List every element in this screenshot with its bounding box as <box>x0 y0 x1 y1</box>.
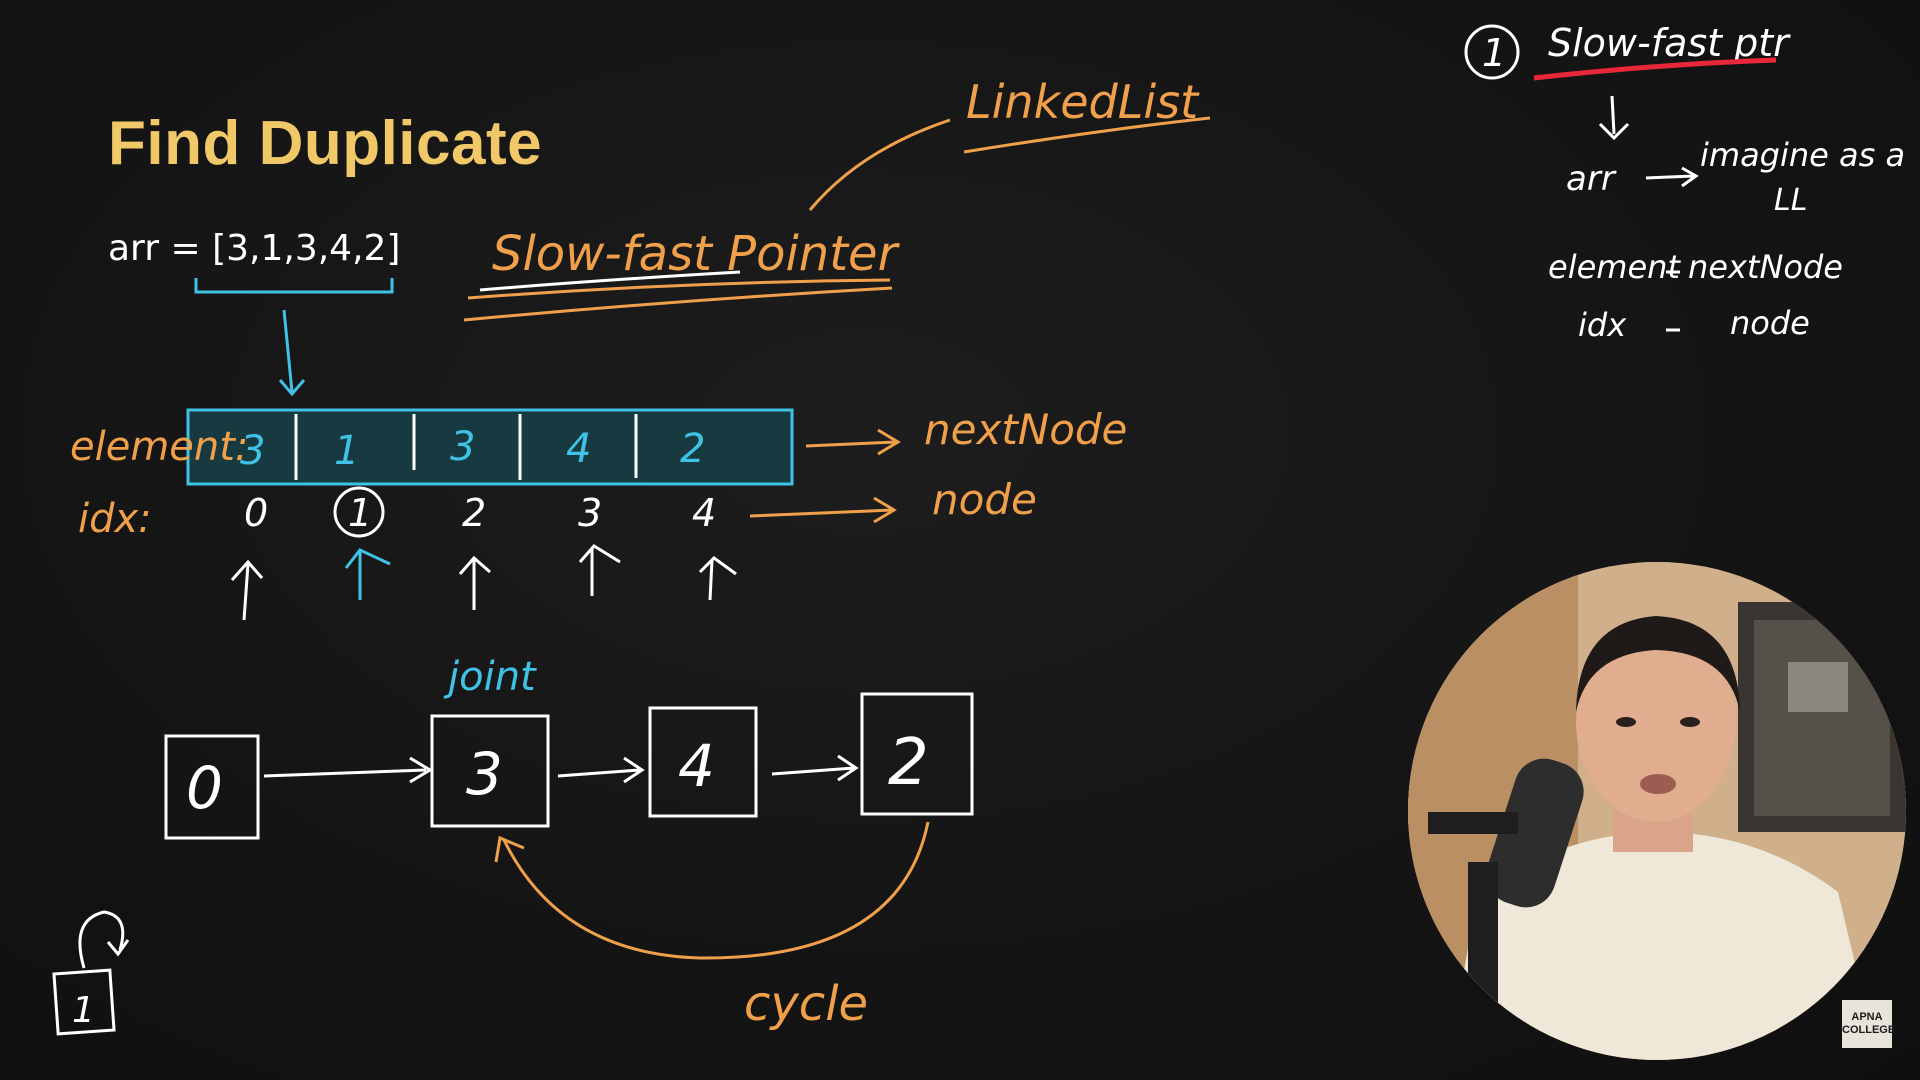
graph-node-4 <box>648 706 758 818</box>
idx-label: idx: <box>78 496 152 542</box>
note-number: 1 <box>1482 31 1506 75</box>
graph-node-0 <box>164 734 260 840</box>
note-imagine: imagine as a <box>1700 136 1905 174</box>
idx-0: 0 <box>244 491 268 535</box>
graph-node-4-label: 4 <box>678 732 715 800</box>
heading-underline-1 <box>467 278 891 300</box>
joint-label: joint <box>443 654 537 700</box>
brace-down-arrow <box>278 309 306 397</box>
edge-4-2 <box>771 754 859 782</box>
note-line-1: Slow-fast ptr <box>1548 21 1791 65</box>
page-title: Find Duplicate <box>108 109 543 178</box>
graph-node-0-label: 0 <box>186 754 223 822</box>
idx-1: 1 <box>348 491 372 535</box>
array-cell-0: 3 <box>240 428 265 474</box>
array-cell-3: 4 <box>566 426 591 472</box>
brand-logo: APNA COLLEGE <box>1842 1000 1896 1048</box>
linkedlist-label: LinkedList <box>966 75 1200 129</box>
note-element: element <box>1548 248 1681 286</box>
heading-underline-white <box>479 270 741 292</box>
graph-node-3 <box>430 714 550 828</box>
array-cell-4: 2 <box>680 426 705 472</box>
up-arrows <box>230 544 737 621</box>
array-dividers <box>294 414 638 480</box>
next-node-arrow <box>805 428 901 456</box>
graph-node-2 <box>860 692 974 816</box>
note-down-arrow <box>1598 95 1630 141</box>
presenter-webcam <box>1408 562 1906 1060</box>
node-arrow <box>749 496 897 524</box>
logo-line-2: COLLEGE <box>1842 1024 1896 1036</box>
array-expression: arr = [3,1,3,4,2] <box>108 228 401 269</box>
red-underline <box>1533 57 1777 81</box>
self-loop-node-label: 1 <box>72 990 95 1031</box>
note-number-circle <box>1464 24 1520 80</box>
linkedlist-underline <box>963 116 1211 154</box>
note-idx: idx <box>1578 306 1627 344</box>
edge-0-3 <box>263 756 433 784</box>
node-label: node <box>932 475 1037 524</box>
element-label: element: <box>70 424 248 470</box>
cycle-label: cycle <box>744 976 868 1032</box>
array-cell-2: 3 <box>450 424 475 470</box>
note-node: node <box>1730 304 1810 342</box>
idx-3: 3 <box>578 491 602 535</box>
heading-underline-2 <box>463 286 893 322</box>
array-cell-1: 1 <box>334 428 359 474</box>
note-next-node: nextNode <box>1688 248 1843 286</box>
cycle-arc <box>494 821 930 960</box>
self-loop-node <box>52 968 116 1036</box>
slow-fast-heading: Slow-fast Pointer <box>492 226 901 282</box>
self-loop-arrow <box>78 910 130 969</box>
next-node-label: nextNode <box>924 405 1127 454</box>
idx-2: 2 <box>462 491 486 535</box>
array-box <box>186 408 794 486</box>
note-arr: arr <box>1566 159 1617 199</box>
array-brace <box>194 278 394 294</box>
note-arrow-right <box>1645 166 1699 188</box>
idx-4: 4 <box>692 491 716 535</box>
graph-node-2-label: 2 <box>888 726 929 800</box>
idx-1-circle <box>333 486 385 538</box>
linkedlist-connector <box>808 118 951 211</box>
presenter-image <box>1408 562 1906 1060</box>
logo-line-1: APNA <box>1851 1011 1883 1023</box>
graph-node-3-label: 3 <box>466 740 503 808</box>
note-ll: LL <box>1774 183 1807 218</box>
edge-3-4 <box>557 756 645 784</box>
